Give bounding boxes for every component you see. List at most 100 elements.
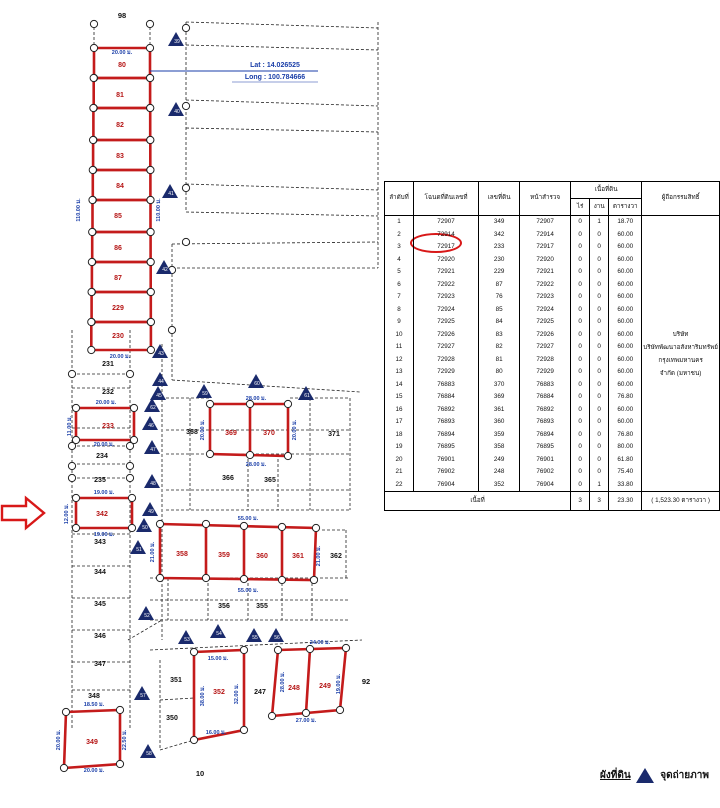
row-survey: 76895 bbox=[519, 441, 572, 454]
dimension-label: 110.00 ม. bbox=[155, 198, 162, 222]
lot-label-black: 344 bbox=[94, 569, 106, 576]
row-survey: 76901 bbox=[519, 453, 572, 466]
boundary-pin bbox=[146, 287, 155, 297]
row-wa: 60.00 bbox=[608, 316, 643, 329]
pointer-arrow-icon bbox=[0, 495, 46, 531]
lot-label-red: 81 bbox=[116, 92, 124, 99]
photo-marker bbox=[268, 628, 284, 642]
row-parcel: 248 bbox=[478, 466, 521, 479]
photo-marker bbox=[142, 502, 158, 516]
lot-label-black: 234 bbox=[96, 453, 108, 460]
dimension-label: 55.00 ม. bbox=[238, 587, 259, 594]
row-deed: 76893 bbox=[413, 416, 480, 429]
dimension-label: 12.00 ม. bbox=[63, 503, 70, 524]
photo-marker bbox=[178, 630, 194, 644]
boundary-pin bbox=[67, 441, 77, 451]
row-wa: 60.00 bbox=[608, 353, 643, 366]
row-survey: 72907 bbox=[519, 215, 572, 229]
dimension-label: 20.00 ม. bbox=[199, 419, 206, 440]
boundary-pin bbox=[146, 317, 155, 327]
boundary-pin bbox=[115, 705, 125, 715]
lot-label-black: 355 bbox=[256, 603, 268, 610]
row-deed: 72914 bbox=[413, 228, 480, 241]
coordinate-readout: Lat : 14.026525 Long : 100.784666 bbox=[232, 60, 318, 84]
row-rai: 0 bbox=[570, 441, 591, 454]
boundary-pin bbox=[239, 574, 249, 584]
boundary-pin bbox=[145, 43, 155, 53]
row-ngan: 0 bbox=[589, 228, 610, 241]
row-no: 6 bbox=[383, 278, 415, 291]
row-no: 8 bbox=[383, 303, 415, 316]
row-ngan: 0 bbox=[589, 316, 610, 329]
lot-label-black: 371 bbox=[328, 431, 340, 438]
boundary-pin bbox=[87, 287, 96, 297]
boundary-pin bbox=[61, 707, 71, 717]
row-no: 15 bbox=[383, 391, 415, 404]
lot-label-red: 82 bbox=[116, 122, 124, 129]
row-wa: 60.00 bbox=[608, 278, 643, 291]
lot-label-red: 370 bbox=[263, 430, 275, 437]
lot-label-red: 87 bbox=[114, 275, 122, 282]
boundary-pin bbox=[245, 399, 255, 409]
row-survey: 76894 bbox=[519, 428, 572, 441]
dashed-boundary bbox=[185, 99, 379, 107]
boundary-pin bbox=[88, 165, 97, 175]
boundary-pin bbox=[115, 759, 125, 769]
row-wa: 60.00 bbox=[608, 416, 643, 429]
col-owner: ผู้ถือกรรมสิทธิ์ bbox=[641, 181, 720, 216]
lot-label-black: 348 bbox=[88, 693, 100, 700]
dimension-label: 19.00 ม. bbox=[335, 673, 342, 694]
photo-marker bbox=[150, 386, 166, 400]
dimension-label: 27.00 ม. bbox=[296, 717, 317, 724]
row-rai: 0 bbox=[570, 416, 591, 429]
photo-marker bbox=[196, 384, 212, 398]
row-parcel: 369 bbox=[478, 391, 521, 404]
marker-label: 59 bbox=[202, 391, 208, 397]
marker-label: 54 bbox=[216, 631, 222, 637]
row-ngan: 0 bbox=[589, 391, 610, 404]
row-no: 19 bbox=[383, 441, 415, 454]
boundary-pin bbox=[267, 711, 277, 721]
owner-line: บริษัทพัฒนาอสังหาริมทรัพย์ bbox=[643, 343, 718, 351]
row-deed: 76902 bbox=[413, 466, 480, 479]
photo-marker bbox=[144, 474, 160, 488]
boundary-pin bbox=[201, 519, 211, 529]
row-deed: 72926 bbox=[413, 328, 480, 341]
row-deed: 76901 bbox=[413, 453, 480, 466]
dashed-boundary bbox=[149, 639, 363, 651]
land-deed-table: ลำดับที่ โฉนดที่ดินเลขที่ เลขที่ดิน หน้า… bbox=[383, 181, 720, 511]
row-deed: 76895 bbox=[413, 441, 480, 454]
photo-marker bbox=[246, 628, 262, 642]
marker-label: 56 bbox=[274, 635, 280, 641]
boundary-pin bbox=[125, 369, 135, 379]
boundary-pin bbox=[205, 399, 215, 409]
row-survey: 72924 bbox=[519, 303, 572, 316]
lot-label-red: 360 bbox=[256, 553, 268, 560]
row-wa: 60.00 bbox=[608, 328, 643, 341]
col-no: ลำดับที่ bbox=[383, 181, 415, 216]
boundary-pin bbox=[87, 345, 96, 355]
row-ngan: 0 bbox=[589, 453, 610, 466]
lot-label-black: 346 bbox=[94, 633, 106, 640]
row-ngan: 1 bbox=[589, 478, 610, 492]
lot-label-red: 84 bbox=[116, 183, 124, 190]
row-rai: 0 bbox=[570, 353, 591, 366]
row-deed: 76884 bbox=[413, 391, 480, 404]
boundary-pin bbox=[277, 575, 287, 585]
row-wa: 60.00 bbox=[608, 378, 643, 391]
row-deed: 72907 bbox=[413, 215, 480, 229]
row-deed: 72922 bbox=[413, 278, 480, 291]
row-deed: 76892 bbox=[413, 403, 480, 416]
row-deed: 72929 bbox=[413, 366, 480, 379]
col-survey: หน้าสำรวจ bbox=[519, 181, 572, 216]
row-ngan: 0 bbox=[589, 328, 610, 341]
lot-label-black: 347 bbox=[94, 661, 106, 668]
row-survey: 72921 bbox=[519, 266, 572, 279]
row-survey: 76892 bbox=[519, 403, 572, 416]
row-no: 1 bbox=[383, 215, 415, 229]
marker-label: 46 bbox=[148, 423, 154, 429]
